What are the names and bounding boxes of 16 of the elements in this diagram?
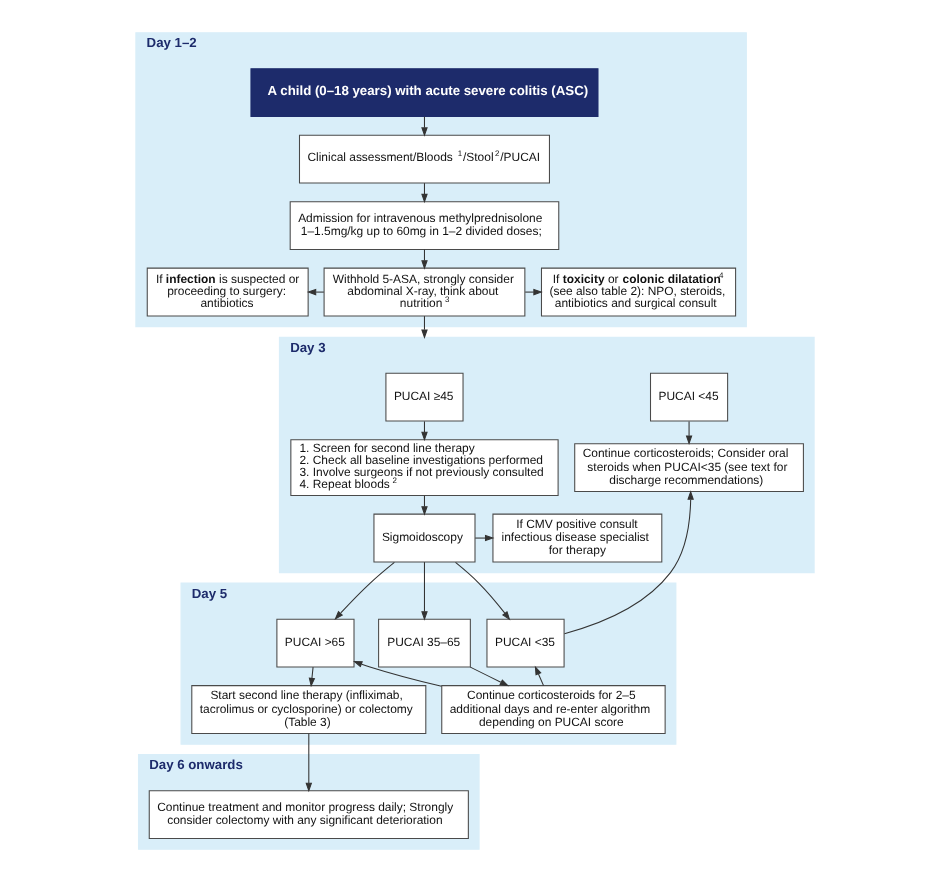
arrow bbox=[351, 661, 442, 687]
arrow bbox=[562, 490, 693, 635]
arrow bbox=[533, 665, 544, 687]
arrow bbox=[420, 420, 427, 442]
arrow bbox=[420, 561, 427, 621]
arrow bbox=[305, 288, 324, 296]
arrow bbox=[473, 534, 494, 542]
arrow bbox=[333, 561, 394, 620]
arrow bbox=[523, 288, 542, 296]
arrow bbox=[304, 733, 312, 793]
arrow bbox=[420, 315, 427, 339]
arrow bbox=[453, 561, 510, 621]
arrow bbox=[684, 420, 692, 445]
arrow bbox=[307, 666, 315, 688]
arrow bbox=[420, 182, 427, 204]
arrow bbox=[468, 666, 509, 687]
